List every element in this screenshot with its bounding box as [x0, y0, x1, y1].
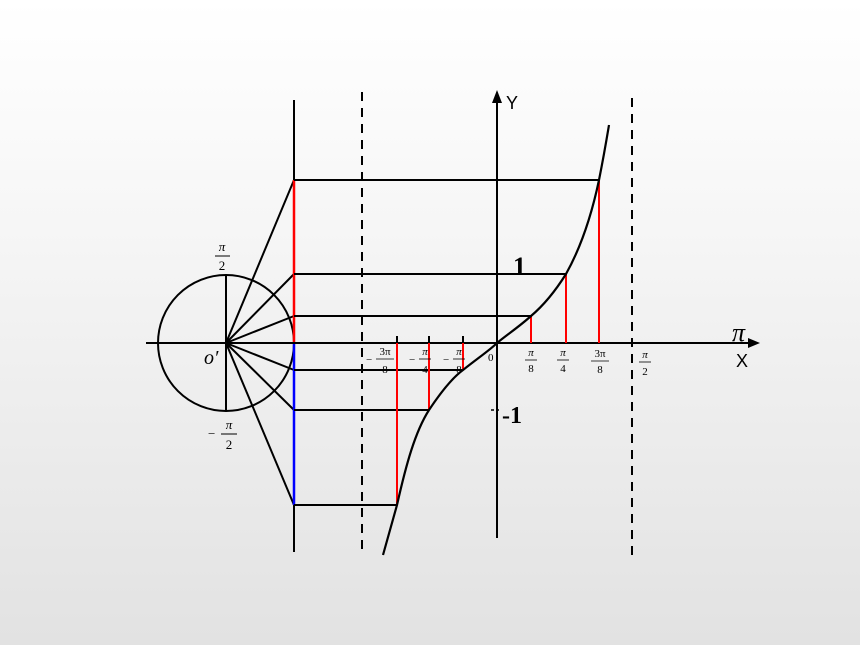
radius-to-tan-neg-pi4	[225, 342, 295, 411]
tick-num: π	[528, 347, 534, 359]
y-axis-arrow	[492, 90, 502, 103]
tick-den: 4	[560, 363, 566, 375]
tick-den: 8	[382, 364, 388, 376]
tick-label-neg-3pi-8: − 3π 8	[366, 346, 394, 376]
bottom-denominator: 2	[226, 437, 233, 452]
tick-sign: −	[443, 354, 449, 366]
bottom-numerator: π	[226, 417, 233, 432]
tick-label-pi-2: π 2	[639, 349, 651, 378]
tick-sign: −	[409, 354, 415, 366]
tick-den: 4	[422, 364, 428, 376]
tick-num: π	[456, 346, 462, 358]
radius-to-tan-neg-3pi8	[225, 342, 295, 506]
minus-one-label: -1	[502, 403, 522, 429]
tick-label-neg-pi-4: − π 4	[409, 346, 431, 376]
tick-den: 8	[456, 364, 462, 376]
tick-label-pi-8: π 8	[525, 347, 537, 375]
tick-den: 2	[642, 366, 648, 378]
tick-label-3pi-8: 3π 8	[591, 348, 609, 376]
tick-label-neg-pi-8: − π 8	[443, 346, 465, 376]
one-label: 1	[513, 252, 526, 281]
radius-to-tan-3pi8	[225, 179, 295, 344]
tick-num: 3π	[594, 348, 606, 360]
tangent-curve	[381, 124, 611, 556]
radius-to-tan-neg-pi8	[225, 342, 295, 371]
tick-num: π	[560, 347, 566, 359]
value-lines	[396, 180, 600, 505]
origin-label: 0	[488, 352, 494, 364]
tick-num: π	[422, 346, 428, 358]
tick-num: 3π	[379, 346, 391, 358]
tick-num: π	[642, 349, 648, 361]
center-label: o′	[204, 347, 219, 369]
radius-to-tan-pi4	[225, 273, 295, 344]
x-axis-label: X	[736, 351, 748, 371]
x-axis-arrow	[748, 338, 760, 348]
projection-lines	[294, 179, 599, 506]
top-denominator: 2	[219, 258, 226, 273]
value-line-caps	[396, 336, 464, 343]
tick-label-pi-4: π 4	[557, 347, 569, 375]
bottom-sign: −	[208, 426, 215, 441]
tick-den: 8	[528, 363, 534, 375]
top-numerator: π	[219, 239, 226, 254]
pi-mark: π	[732, 318, 746, 347]
radius-to-tan-pi8	[225, 315, 295, 344]
unit-circle-group	[157, 179, 295, 506]
tick-sign: −	[366, 354, 372, 366]
tick-den: 8	[597, 364, 603, 376]
label-pi-over-2-top: π 2	[215, 239, 230, 273]
label-neg-pi-over-2-bottom: − π 2	[208, 417, 237, 452]
y-axis-label: Y	[506, 93, 518, 113]
